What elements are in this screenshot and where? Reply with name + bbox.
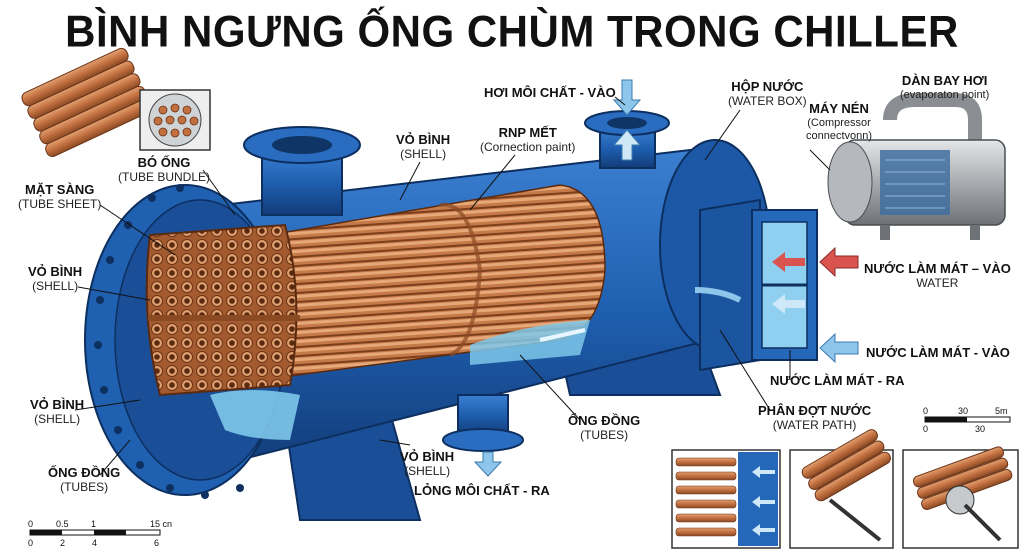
tube-sheet xyxy=(145,223,298,397)
label-liquid-out: LỎNG MÔI CHẤT - RA xyxy=(414,483,550,498)
label-tubes-center: ỐNG ĐỒNG (TUBES) xyxy=(568,413,641,442)
scale-right-bottom-1: 30 xyxy=(975,424,986,434)
label-refrigerant-in: HƠI MÔI CHẤT - VÀO xyxy=(484,85,616,100)
scale-left-bottom-0: 0 xyxy=(28,538,34,548)
scale-left-top-3: 15 cn xyxy=(150,519,173,529)
label-shell-left-upper: VỎ BÌNH (SHELL) xyxy=(28,264,83,293)
cooling-water-in-arrow-lower xyxy=(819,332,859,364)
liquid-out-arrow xyxy=(473,451,503,477)
scale-right-top-1: 30 xyxy=(958,406,969,416)
label-tube-sheet: MẶT SÀNG (TUBE SHEET) xyxy=(18,182,102,211)
compressor xyxy=(827,93,1006,240)
tube-bundle-inset xyxy=(21,47,211,157)
water-box xyxy=(699,198,818,372)
scale-bar-right xyxy=(924,416,1011,423)
scale-left-bottom-3: 6 xyxy=(154,538,160,548)
scale-bar-left xyxy=(29,529,161,536)
leader-lines xyxy=(74,96,831,476)
label-tube-bundle: BÓ ỐNG (TUBE BUNDLE) xyxy=(118,155,211,184)
side-flow-arrow xyxy=(694,287,742,303)
scale-right-bottom-0: 0 xyxy=(923,424,929,434)
label-water-path: PHÂN ĐỢT NƯỚC (WATER PATH) xyxy=(758,403,872,432)
label-connection-point: RNP MẾT (Cornection paint) xyxy=(480,125,576,154)
label-cooling-water-out: NƯỚC LÀM MÁT - RA xyxy=(770,373,905,388)
refrigerant-in-arrow-2 xyxy=(612,129,642,161)
cooling-water-in-arrow xyxy=(819,246,859,278)
scale-left-bottom-1: 2 xyxy=(60,538,66,548)
scale-right-top-0: 0 xyxy=(923,406,929,416)
label-shell-left-lower: VỎ BÌNH (SHELL) xyxy=(30,397,85,426)
label-cooling-water-in-upper: NƯỚC LÀM MÁT – VÀO WATER xyxy=(864,261,1011,290)
hot-arrow-in-box xyxy=(772,252,805,272)
scale-left-top-2: 1 xyxy=(91,519,97,529)
water-level xyxy=(470,320,590,365)
scale-left-bottom-2: 4 xyxy=(92,538,98,548)
scale-left-top-0: 0 xyxy=(28,519,34,529)
tube-bundle-cutaway xyxy=(239,184,606,381)
refrigerant-in-arrow xyxy=(612,79,642,116)
label-compressor: MÁY NÉN (Compressor connectvonn) xyxy=(806,101,873,142)
label-evaporator: DÀN BAY HƠI (evaporaton point) xyxy=(900,73,990,101)
label-shell-bottom: VỎ BÌNH (SHELL) xyxy=(400,449,455,478)
bottom-insets xyxy=(671,429,1019,549)
left-end xyxy=(84,184,300,499)
cool-arrow-in-box xyxy=(772,294,805,314)
label-cooling-water-in-lower: NƯỚC LÀM MÁT - VÀO xyxy=(866,345,1010,360)
label-water-box: HỘP NƯỚC (WATER BOX) xyxy=(728,79,807,108)
scale-left-top-1: 0.5 xyxy=(56,519,69,529)
baffle-plate xyxy=(439,202,483,357)
scale-right-top-2: 5m xyxy=(995,406,1008,416)
diagram-title: BÌNH NGƯNG ỐNG CHÙM TRONG CHILLER xyxy=(65,6,959,57)
label-tubes-left: ỐNG ĐỒNG (TUBES) xyxy=(48,465,121,494)
label-shell-top: VỎ BÌNH (SHELL) xyxy=(396,132,451,161)
water-bottom-left xyxy=(210,390,300,440)
flow-arrows xyxy=(473,79,859,477)
